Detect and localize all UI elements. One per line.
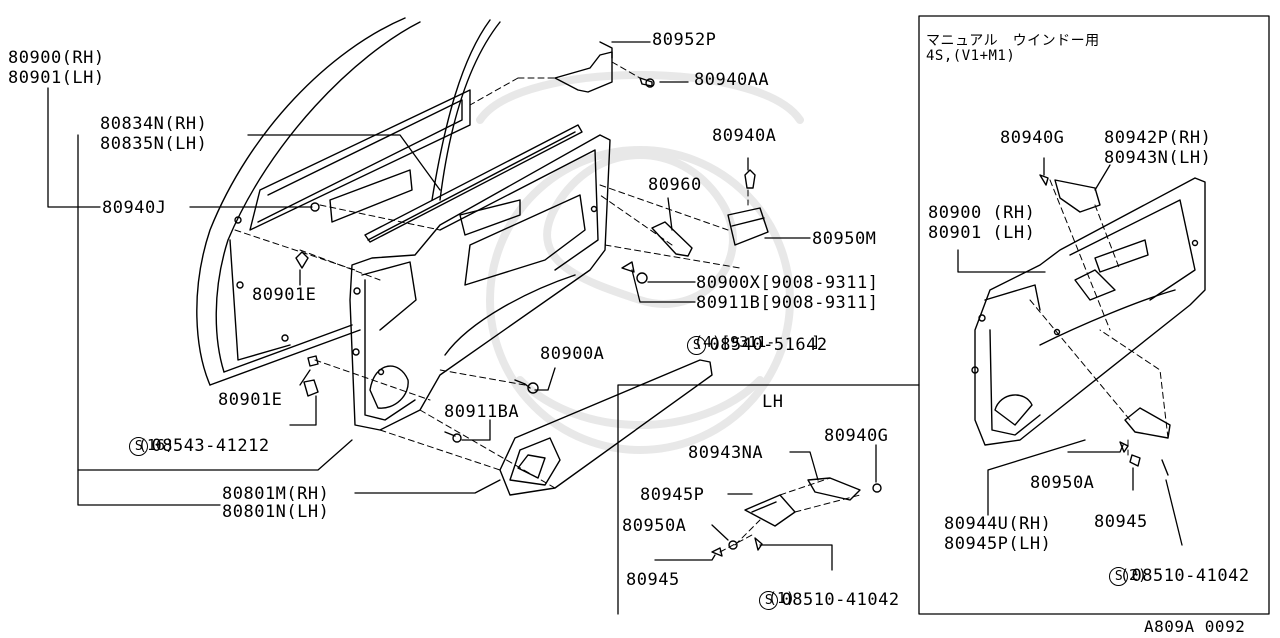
clip-80901e (295, 251, 319, 367)
label-80900a: 80900A (540, 344, 605, 364)
lh-heading: LH (762, 392, 784, 412)
label-80801m-rh: 80801M(RH) (222, 484, 330, 504)
label-80834n-rh: 80834N(RH) (100, 114, 208, 134)
label-80940aa: 80940AA (694, 70, 770, 90)
inset-title-jp: マニュアル ウインドー用 (926, 33, 1100, 49)
screw-80940aa (639, 77, 655, 88)
lh-inset-frame (617, 384, 920, 615)
s-circle-icon: S (759, 590, 779, 610)
label-80911ba: 80911BA (444, 402, 520, 422)
label-80835n-lh: 80835N(LH) (100, 134, 208, 154)
diagram-reference-code: A809A 0092 (1144, 617, 1246, 636)
inset-title-spec: 4S,(V1+M1) (926, 48, 1016, 64)
label-80901e-upper: 80901E (252, 285, 317, 305)
label-inset-80945: 80945 (1094, 512, 1148, 532)
s-circle-icon: S (1109, 566, 1129, 586)
lower-pocket-trim-80801m (499, 359, 713, 496)
finisher-80960 (651, 221, 693, 257)
manual-window-inset-frame (918, 15, 1270, 615)
door-trim-panel-main (349, 134, 611, 431)
label-80960: 80960 (648, 175, 702, 195)
assembly-dashed-lines (234, 61, 749, 489)
label-inset-80943n-lh: 80943N(LH) (1104, 148, 1212, 168)
label-80901-lh: 80901(LH) (8, 68, 105, 88)
label-08540-qty: (4)[9311- ] (694, 333, 821, 351)
label-inset-80900-rh: 80900 (RH) (928, 203, 1036, 223)
clip-80940a (744, 169, 756, 189)
inset-leader-lines (957, 157, 1183, 546)
label-80801n-lh: 80801N(LH) (222, 502, 330, 522)
door-frame-outline (196, 17, 501, 386)
label-inset-80950a: 80950A (1030, 473, 1095, 493)
label-lh-80945p: 80945P (640, 485, 705, 505)
label-08540-text: 08540-51642 (709, 335, 828, 355)
label-lh-80940g: 80940G (824, 426, 889, 446)
label-lh-08510-qty: (1) (768, 589, 796, 607)
label-80952p: 80952P (652, 30, 717, 50)
label-lh-08510-text: 08510-41042 (781, 590, 900, 610)
label-inset-08510-qty: (2) (1120, 566, 1148, 584)
bracket-80952p (554, 41, 613, 93)
label-08543-qty: (16) (138, 436, 175, 454)
inset-handle-80942p (1039, 174, 1101, 213)
label-inset-80901-lh: 80901 (LH) (928, 223, 1036, 243)
label-80901e-lower: 80901E (218, 390, 283, 410)
pocket-80950m (727, 207, 769, 246)
label-80940j: 80940J (102, 198, 167, 218)
label-inset-80942p-rh: 80942P(RH) (1104, 128, 1212, 148)
fastener-80911ba (444, 431, 462, 443)
label-inset-08510-text: 08510-41042 (1131, 566, 1250, 586)
label-lh-80945: 80945 (626, 570, 680, 590)
label-inset-80944u-rh: 80944U(RH) (944, 514, 1052, 534)
label-lh-80943na: 80943NA (688, 443, 764, 463)
label-80950m: 80950M (812, 229, 877, 249)
label-08543-text: 08543-41212 (151, 436, 270, 456)
label-80900-rh: 80900(RH) (8, 48, 105, 68)
s-circle-icon: S (687, 335, 707, 355)
lh-parts (654, 444, 882, 571)
label-inset-80945p-lh: 80945P(LH) (944, 534, 1052, 554)
inset-dashed-lines (1029, 179, 1169, 456)
s-circle-icon: S (129, 436, 149, 456)
label-80900x: 80900X[9008-9311] (696, 273, 879, 293)
manual-window-panel (971, 177, 1206, 446)
label-lh-80950a: 80950A (622, 516, 687, 536)
fastener-80900x (621, 261, 648, 284)
label-80940a: 80940A (712, 126, 777, 146)
screw-08543 (303, 379, 319, 397)
label-inset-80940g: 80940G (1000, 128, 1065, 148)
fastener-80900a (514, 379, 539, 394)
label-80911b: 80911B[9008-9311] (696, 293, 879, 313)
leader-lines (47, 41, 811, 506)
